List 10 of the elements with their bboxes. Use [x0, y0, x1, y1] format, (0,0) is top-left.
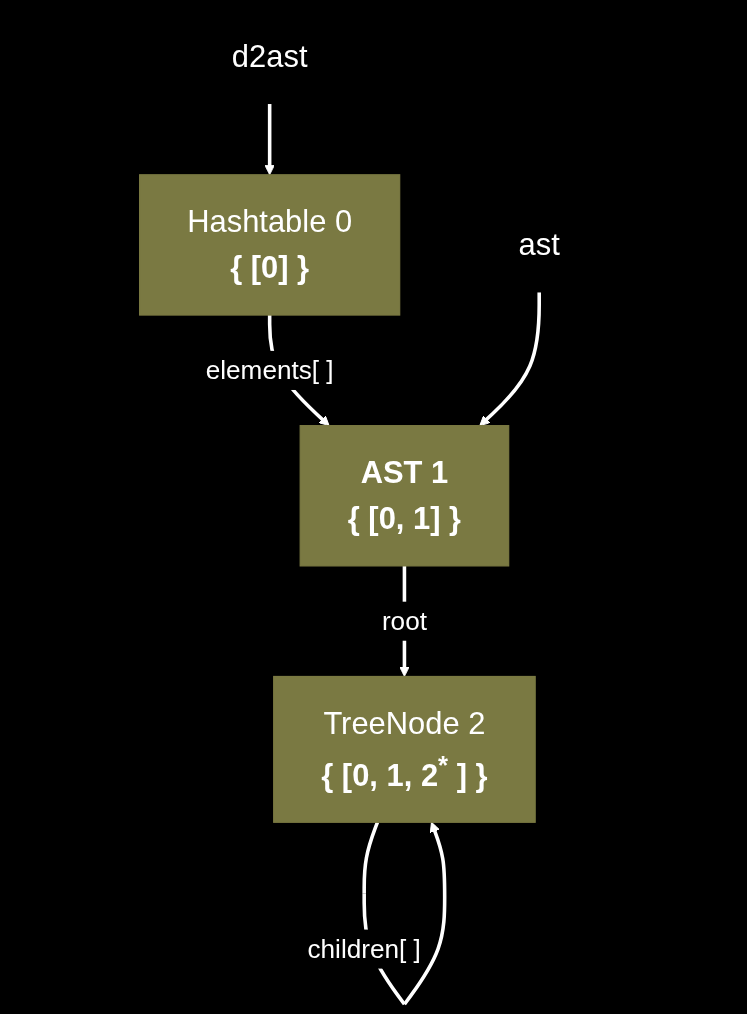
node-text: ast — [518, 226, 560, 263]
node-box: TreeNode 2 { [0, 1, 2$^{*}$ ] } — [273, 675, 536, 823]
edge-label: children[ ] — [307, 934, 421, 964]
node-box: AST 1 { [0, 1] } — [299, 425, 510, 567]
node-text: d2ast — [231, 38, 308, 74]
arrow — [264, 103, 275, 176]
edge-label: root — [381, 606, 427, 637]
arrow — [479, 291, 541, 427]
edge-label: elements[ ] — [205, 355, 334, 386]
node-box: Hashtable 0 { [0] } — [139, 174, 401, 316]
